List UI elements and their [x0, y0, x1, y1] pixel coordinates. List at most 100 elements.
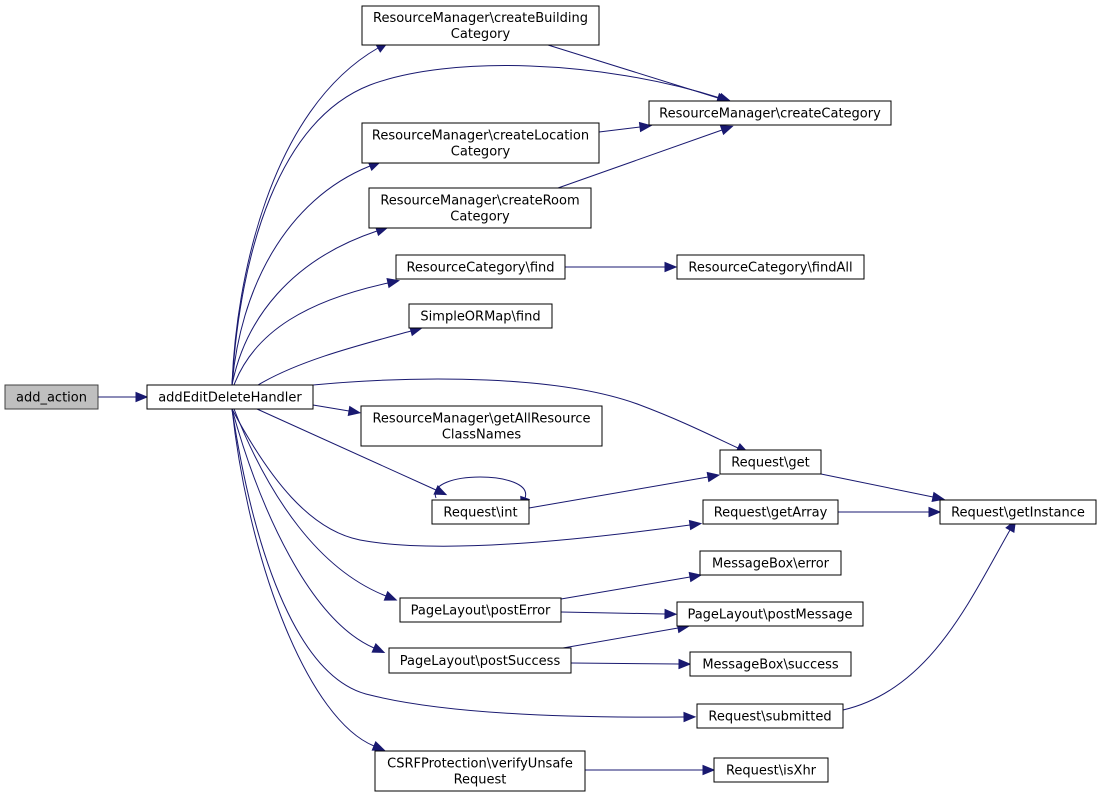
edge-addEditDeleteHandler-to-csrfVerify: [231, 408, 386, 751]
edge-createBuildingCategory-to-createCategory: [547, 44, 730, 103]
edge-addEditDeleteHandler-to-createBuildingCategory: [231, 41, 389, 386]
edge-line: [562, 627, 679, 649]
edge-plPostError-to-plPostMessage: [560, 608, 678, 620]
node-mbError[interactable]: MessageBox\error: [699, 550, 842, 576]
node-label: PageLayout\postMessage: [687, 608, 852, 623]
node-addEditDeleteHandler[interactable]: addEditDeleteHandler: [146, 384, 314, 410]
node-createCategory[interactable]: ResourceManager\createCategory: [648, 100, 892, 126]
edge-addEditDeleteHandler-to-reqGetArray: [231, 408, 703, 547]
arrowhead-icon: [688, 519, 703, 531]
node-box[interactable]: [368, 187, 592, 229]
node-box[interactable]: [361, 122, 600, 164]
edge-line: [312, 404, 350, 412]
edge-reqGetArray-to-reqGetInstance: [838, 506, 942, 518]
edge-line: [256, 408, 437, 491]
edge-line: [231, 230, 378, 386]
edge-plPostSuccess-to-mbSuccess: [570, 658, 692, 670]
edge-add_action-to-addEditDeleteHandler: [98, 391, 149, 403]
node-box[interactable]: [408, 303, 553, 329]
node-label: ResourceManager\createCategory: [659, 107, 881, 122]
arrowhead-icon: [664, 608, 678, 620]
node-box[interactable]: [719, 449, 822, 475]
edge-line: [598, 126, 641, 133]
arrowhead-icon: [931, 491, 946, 503]
node-plPostError[interactable]: PageLayout\postError: [399, 597, 562, 623]
node-box[interactable]: [360, 405, 603, 447]
node-plPostMessage[interactable]: PageLayout\postMessage: [676, 601, 864, 627]
edge-addEditDeleteHandler-to-ormFind: [257, 326, 423, 386]
node-box[interactable]: [696, 703, 844, 729]
node-rcFind[interactable]: ResourceCategory\find: [395, 254, 566, 280]
node-label: Request\int: [443, 506, 517, 521]
arrowhead-icon: [386, 277, 401, 289]
node-box[interactable]: [939, 499, 1097, 525]
node-box[interactable]: [648, 100, 892, 126]
arrowhead-icon: [719, 125, 734, 136]
node-label: Request\getInstance: [951, 506, 1085, 521]
node-plPostSuccess[interactable]: PageLayout\postSuccess: [388, 647, 572, 674]
edge-reqInt-to-reqGet: [528, 471, 721, 509]
node-box[interactable]: [374, 750, 586, 792]
node-box[interactable]: [4, 384, 99, 410]
node-box[interactable]: [699, 550, 842, 576]
node-label: ResourceCategory\findAll: [688, 261, 852, 276]
arrowhead-icon: [664, 261, 678, 273]
node-reqSubmitted[interactable]: Request\submitted: [696, 703, 844, 729]
arrowhead-icon: [688, 571, 703, 583]
edges-layer: [98, 41, 1017, 776]
node-rcFindAll[interactable]: ResourceCategory\findAll: [676, 254, 865, 280]
node-label: MessageBox\error: [712, 557, 830, 572]
node-label: PageLayout\postSuccess: [400, 654, 561, 669]
node-box[interactable]: [702, 499, 839, 525]
node-mbSuccess[interactable]: MessageBox\success: [689, 651, 852, 677]
node-box[interactable]: [713, 757, 829, 783]
node-label: ResourceManager\getAllResource: [372, 412, 590, 427]
node-label: Category: [451, 27, 511, 42]
edge-line: [560, 576, 691, 600]
node-box[interactable]: [676, 601, 864, 627]
edge-line: [528, 476, 709, 509]
node-reqIsXhr[interactable]: Request\isXhr: [713, 757, 829, 783]
node-box[interactable]: [361, 5, 600, 46]
arrowhead-icon: [683, 711, 697, 723]
node-label: ResourceManager\createBuilding: [373, 11, 588, 26]
edge-line: [231, 408, 691, 547]
node-label: Category: [450, 210, 510, 225]
arrowhead-icon: [928, 506, 942, 518]
node-ormFind[interactable]: SimpleORMap\find: [408, 303, 553, 329]
edge-addEditDeleteHandler-to-plPostSuccess: [231, 408, 386, 653]
edge-line: [231, 165, 371, 386]
edge-rcFind-to-rcFindAll: [565, 261, 678, 273]
node-box[interactable]: [388, 647, 572, 674]
node-box[interactable]: [431, 499, 530, 525]
edge-reqGet-to-reqGetInstance: [820, 473, 946, 503]
edge-line: [231, 408, 685, 718]
node-label: Request\submitted: [708, 710, 831, 725]
node-reqInt[interactable]: Request\int: [431, 499, 530, 525]
node-label: Request\isXhr: [726, 764, 817, 779]
edge-line: [233, 282, 389, 386]
edge-line: [842, 529, 1011, 711]
node-reqGetArray[interactable]: Request\getArray: [702, 499, 839, 525]
node-label: Request\get: [731, 456, 810, 471]
edge-line: [820, 473, 934, 498]
node-label: ResourceManager\createLocation: [372, 129, 589, 144]
node-add_action[interactable]: add_action: [4, 384, 99, 410]
node-reqGetInstance[interactable]: Request\getInstance: [939, 499, 1097, 525]
node-box[interactable]: [146, 384, 314, 410]
edge-createLocationCategory-to-createCategory: [598, 121, 653, 133]
node-box[interactable]: [399, 597, 562, 623]
node-reqGet[interactable]: Request\get: [719, 449, 822, 475]
node-box[interactable]: [395, 254, 566, 280]
node-box[interactable]: [689, 651, 852, 677]
node-label: Category: [451, 145, 511, 160]
arrowhead-icon: [383, 590, 398, 601]
node-label: ResourceCategory\find: [406, 261, 554, 276]
node-label: PageLayout\postError: [411, 604, 551, 619]
node-box[interactable]: [676, 254, 865, 280]
